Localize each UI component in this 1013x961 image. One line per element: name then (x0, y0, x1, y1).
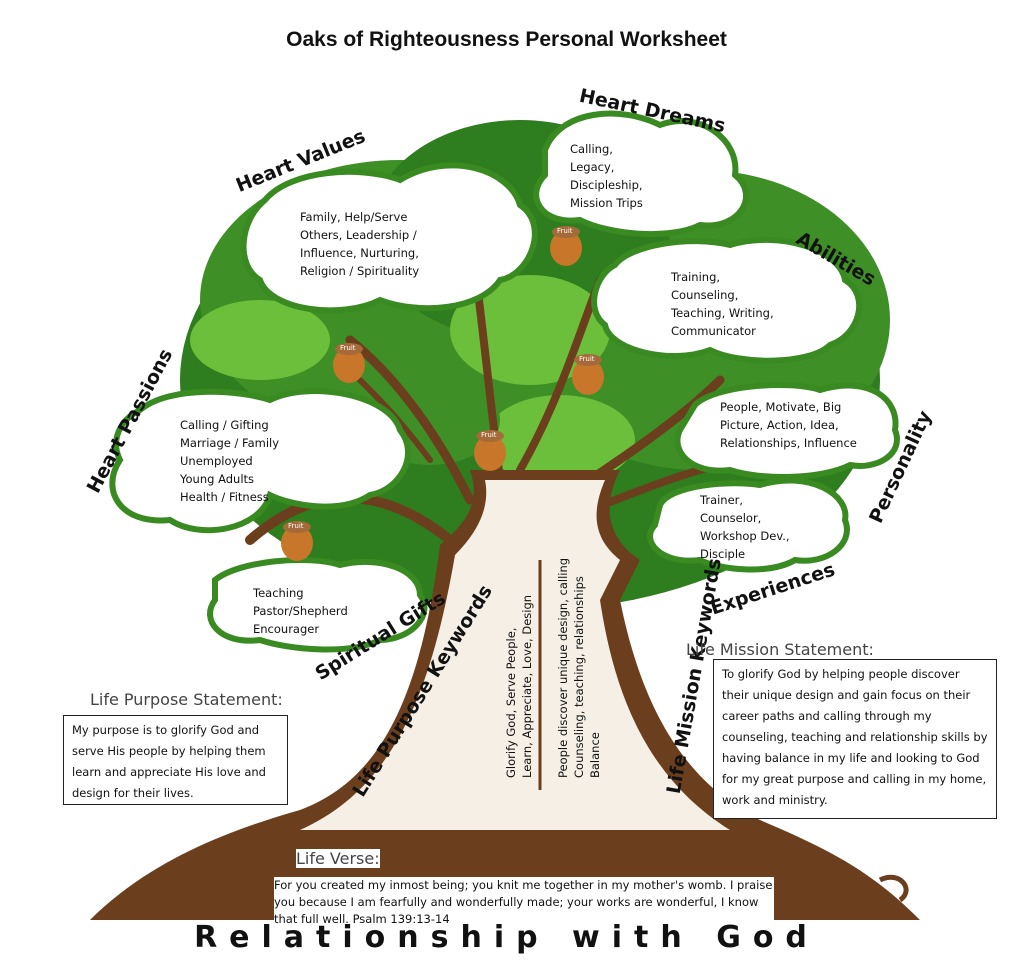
clouds (109, 110, 900, 653)
life-mission-title: Life Mission Statement: (686, 640, 874, 659)
cloud-spiritual-gifts (207, 557, 428, 653)
spiritual-gifts-text: Teaching Pastor/Shepherd Encourager (253, 586, 348, 636)
personality-text: People, Motivate, Big Picture, Action, I… (720, 400, 857, 450)
fruit-4 (474, 430, 506, 471)
life-purpose-box: My purpose is to glorify God and serve H… (63, 715, 288, 805)
cloud-abilities (591, 236, 863, 364)
fruits (281, 226, 604, 561)
heart-dreams-text: Calling, Legacy, Discipleship, Mission T… (570, 142, 643, 210)
abilities-text: Training, Counseling, Teaching, Writing,… (671, 270, 774, 338)
life-mission-box: To glorify God by helping people discove… (713, 659, 997, 819)
cloud-heart-values (240, 162, 538, 314)
trunk (90, 470, 920, 920)
fruit-3 (572, 354, 604, 395)
heart-passions-text: Calling / Gifting Marriage / Family Unem… (180, 418, 280, 504)
life-verse-text: For you created my inmost being; you kni… (274, 877, 774, 928)
cloud-personality (674, 382, 900, 480)
footer-relationship-with-god: Relationship with God (194, 920, 819, 955)
page-title: Oaks of Righteousness Personal Worksheet (286, 28, 727, 51)
experiences-text: Trainer, Counselor, Workshop Dev., Disci… (700, 493, 790, 561)
cloud-heart-passions (109, 388, 412, 534)
fruit-label-5: Fruit (288, 522, 304, 530)
fruit-2 (333, 343, 365, 383)
fruit-label-4: Fruit (481, 431, 497, 439)
fruit-1 (550, 226, 582, 266)
life-verse-title: Life Verse: (296, 849, 380, 868)
fruit-label-3: Fruit (579, 355, 595, 363)
life-mission-keywords-text: People discover unique design, calling C… (556, 557, 602, 778)
life-purpose-keywords-text: Glorify God, Serve People, Learn, Apprec… (504, 594, 534, 778)
roots (174, 854, 909, 903)
fruit-label-1: Fruit (557, 227, 573, 235)
life-purpose-title: Life Purpose Statement: (90, 690, 283, 709)
heart-values-text: Family, Help/Serve Others, Leadership / … (300, 210, 420, 278)
fruit-label-2: Fruit (340, 344, 356, 352)
cloud-experiences (647, 477, 850, 573)
cloud-heart-dreams (533, 110, 749, 238)
fruit-5 (281, 521, 313, 561)
